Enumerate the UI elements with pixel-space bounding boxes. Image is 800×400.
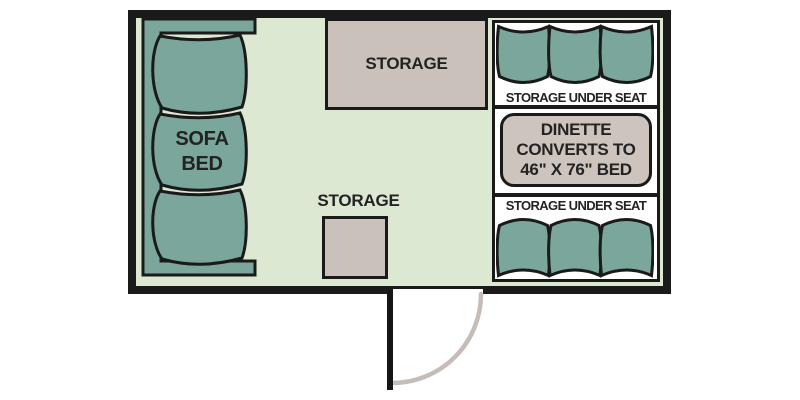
floor-storage-box [322, 216, 388, 279]
seat-cushion [598, 24, 654, 84]
seat-cushion [496, 24, 552, 84]
floor: SOFA BED STORAGE STORAGE STORAGE UNDER S… [136, 18, 663, 286]
dinette-section: STORAGE UNDER SEAT DINETTE CONVERTS TO 4… [492, 20, 660, 282]
overhead-storage-box: STORAGE [325, 18, 488, 110]
floor-storage-label: STORAGE [317, 191, 400, 210]
sofa-bed [141, 18, 257, 277]
sofa-frame [141, 18, 257, 277]
dinette-table: DINETTE CONVERTS TO 46" X 76" BED [500, 113, 652, 187]
door-opening [393, 289, 483, 296]
door-panel [387, 290, 393, 390]
dinette-table-label: DINETTE CONVERTS TO 46" X 76" BED [516, 120, 636, 179]
sofa-cushion [151, 111, 248, 192]
bench-seat-top [496, 24, 654, 84]
seat-cushion [598, 218, 654, 278]
door-swing-path [389, 291, 484, 386]
bench-seat-bottom [496, 218, 654, 278]
seat-cushion [547, 218, 603, 278]
seat-cushion [547, 24, 603, 84]
section-divider [495, 193, 657, 197]
overhead-storage-label: STORAGE [365, 54, 448, 74]
sofa-cushion [151, 33, 248, 115]
section-divider [495, 105, 657, 109]
sofa-bed-label: SOFA BED [175, 128, 229, 175]
seat-cushion [496, 218, 552, 278]
trailer-outline: SOFA BED STORAGE STORAGE STORAGE UNDER S… [128, 10, 671, 294]
sofa-cushion [151, 188, 248, 266]
storage-under-seat-bottom-label: STORAGE UNDER SEAT [505, 198, 647, 213]
storage-under-seat-top-label: STORAGE UNDER SEAT [505, 90, 647, 105]
